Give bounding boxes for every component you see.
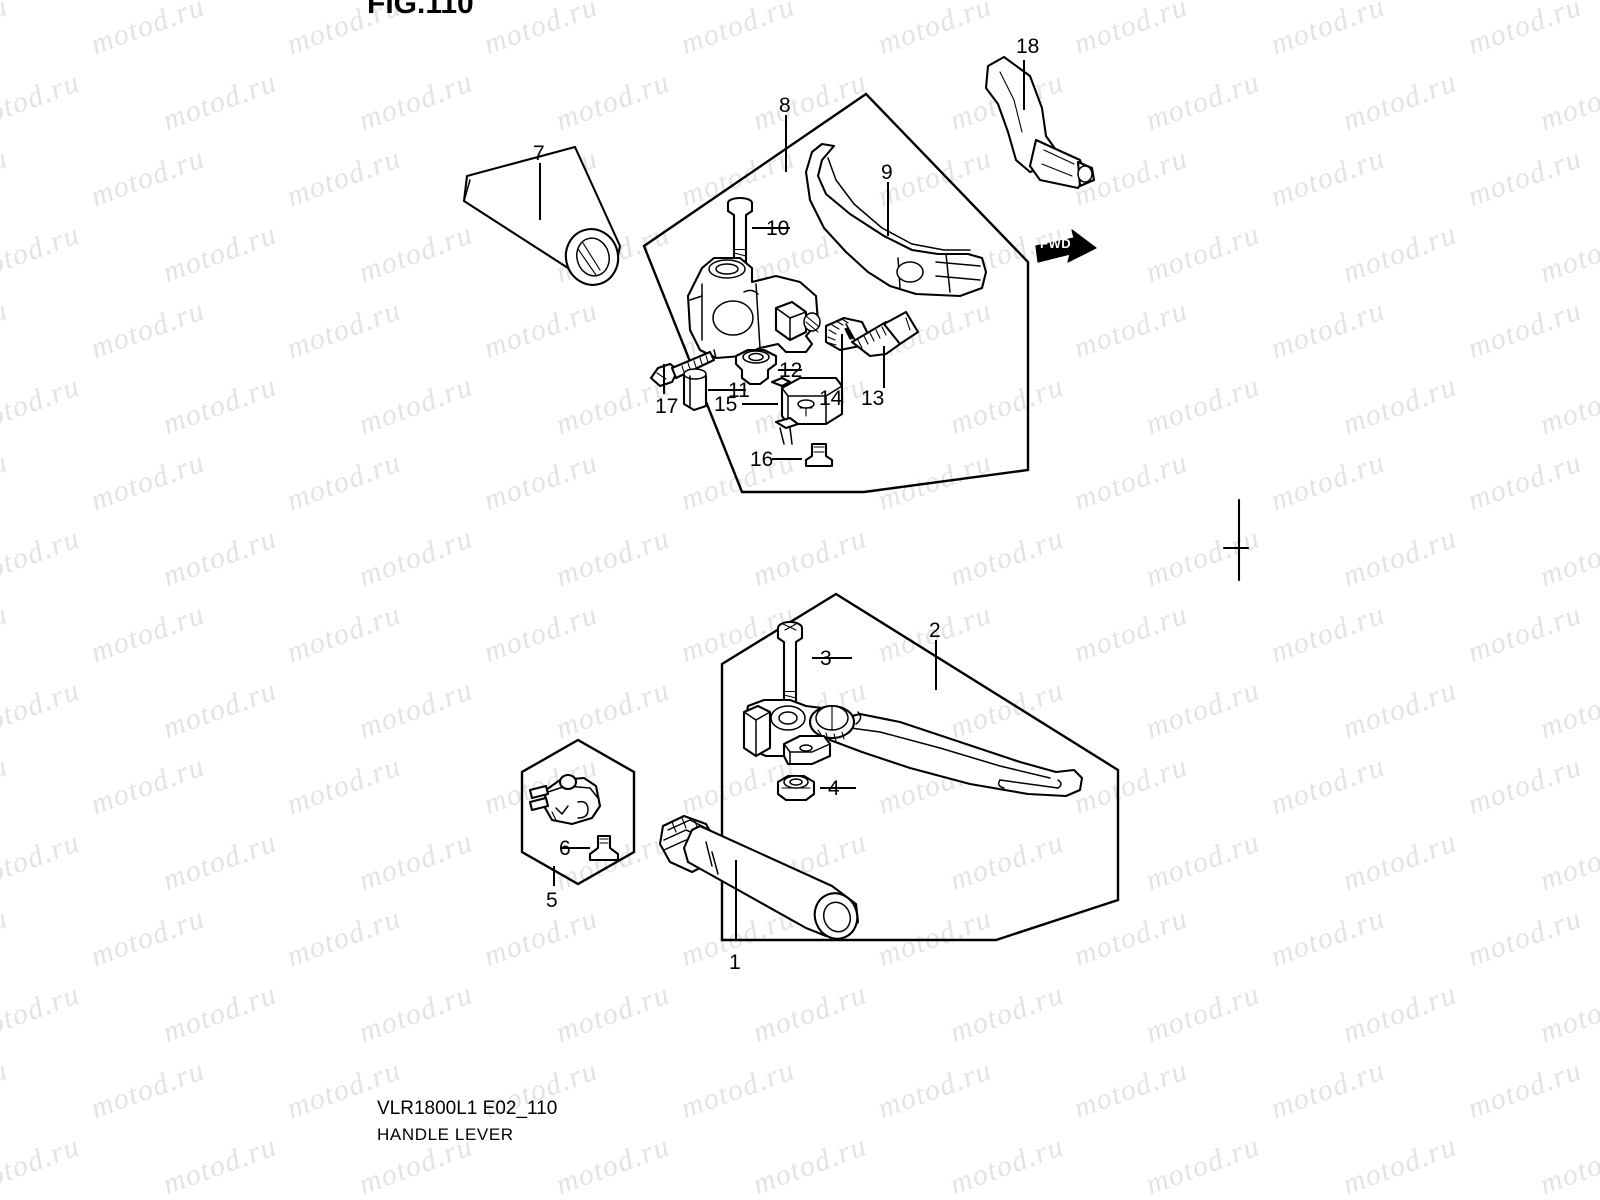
part-12-pivot-nut xyxy=(734,348,778,386)
callout-2: 2 xyxy=(929,619,941,642)
part-8-lever-holder-body xyxy=(686,256,821,360)
part-3-pivot-bolt xyxy=(776,620,804,714)
callout-7: 7 xyxy=(533,142,545,165)
callout-6: 6 xyxy=(559,837,571,860)
part-7-handlebar-grip xyxy=(462,145,622,286)
crop-tick-mark xyxy=(1222,498,1250,582)
upper-assembly-boundary xyxy=(642,92,1030,494)
callout-11: 11 xyxy=(728,379,750,402)
callout-10: 10 xyxy=(766,217,790,240)
callout-17: 17 xyxy=(655,395,679,418)
lower-assembly-boundary xyxy=(720,592,1120,942)
part-18-cable-end-fitting xyxy=(984,55,1096,190)
part-2-brake-lever-assembly xyxy=(742,698,1084,798)
callout-8: 8 xyxy=(779,94,791,117)
part-15-clutch-switch xyxy=(770,376,844,445)
part-16-switch-screw xyxy=(804,442,834,468)
part-13-adjuster-screw xyxy=(850,310,920,358)
callout-9: 9 xyxy=(881,161,893,184)
figure-title: FIG.110 xyxy=(367,0,474,20)
part-5-brake-light-switch xyxy=(528,773,602,826)
figure-caption-name: HANDLE LEVER xyxy=(377,1125,514,1144)
part-4-lock-nut xyxy=(776,774,816,802)
part-1-throttle-grip xyxy=(658,814,860,940)
callout-5: 5 xyxy=(546,889,558,912)
part-11-spacer-bush xyxy=(682,368,708,412)
part-6-switch-screw xyxy=(588,834,620,862)
part-9-clutch-lever xyxy=(804,142,988,298)
part-5-assembly-boundary xyxy=(520,738,636,886)
callout-13: 13 xyxy=(861,387,885,410)
callout-18: 18 xyxy=(1016,35,1040,58)
fwd-label: FWD xyxy=(1040,236,1072,251)
callout-12: 12 xyxy=(779,359,803,382)
callout-15: 15 xyxy=(714,393,738,416)
callout-3: 3 xyxy=(820,647,832,670)
fwd-arrow-icon xyxy=(1035,229,1097,263)
callout-4: 4 xyxy=(828,777,840,800)
callout-14: 14 xyxy=(819,387,843,410)
figure-caption-code: VLR1800L1 E02_110 xyxy=(377,1098,558,1119)
callout-1: 1 xyxy=(729,951,741,974)
callout-16: 16 xyxy=(750,448,774,471)
leader-lines xyxy=(539,60,1025,940)
